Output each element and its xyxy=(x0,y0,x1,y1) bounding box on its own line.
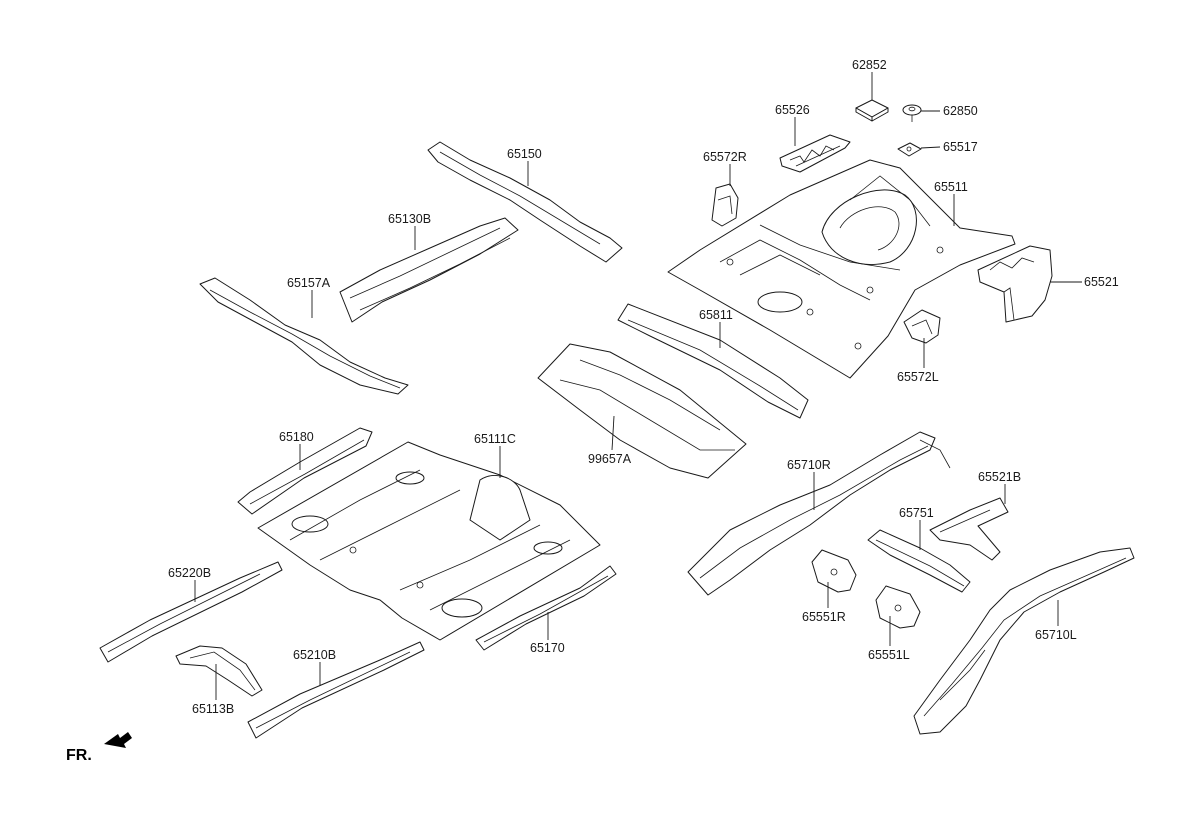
callout-65710L: 65710L xyxy=(1035,628,1077,642)
part-65551L-bracket xyxy=(875,585,921,629)
part-65220B-sill xyxy=(99,561,283,663)
callout-65521: 65521 xyxy=(1084,275,1119,289)
part-62850-nut xyxy=(902,104,922,122)
callout-65551L: 65551L xyxy=(868,648,910,662)
part-99657A-panel xyxy=(537,343,747,479)
callout-65130B: 65130B xyxy=(388,212,431,226)
callout-65751: 65751 xyxy=(899,506,934,520)
callout-65811: 65811 xyxy=(699,308,733,322)
part-62852-pad xyxy=(855,99,889,122)
part-65710L-rear-side-member xyxy=(913,547,1135,735)
part-65521B-bracket xyxy=(929,497,1009,561)
part-65130B-member xyxy=(339,217,519,323)
callout-65572R: 65572R xyxy=(703,150,747,164)
part-65511-rear-floor-panel xyxy=(667,159,1016,379)
callout-65157A: 65157A xyxy=(287,276,331,290)
part-65517-bracket xyxy=(897,142,922,157)
callout-65572L: 65572L xyxy=(897,370,939,384)
part-65111C-center-floor-panel xyxy=(257,441,601,641)
callout-65511: 65511 xyxy=(934,180,968,194)
part-65170-member xyxy=(475,565,617,651)
front-direction-arrow-icon xyxy=(104,732,132,748)
callout-65526: 65526 xyxy=(775,103,810,117)
part-65572L-bracket xyxy=(903,309,941,344)
part-65811-crossmember xyxy=(617,303,809,419)
callout-65170: 65170 xyxy=(530,641,565,655)
callout-65710R: 65710R xyxy=(787,458,831,472)
callout-65521B: 65521B xyxy=(978,470,1021,484)
part-65113B-bracket xyxy=(175,645,263,697)
part-65180-member xyxy=(237,427,373,515)
callout-62852: 62852 xyxy=(852,58,887,72)
part-65526-panel xyxy=(779,134,851,173)
part-65551R-bracket xyxy=(811,549,857,593)
part-65150-member xyxy=(427,141,623,263)
part-65710R-rear-side-member xyxy=(687,431,951,596)
callout-65111C: 65111C xyxy=(474,432,516,446)
callout-62850: 62850 xyxy=(943,104,978,118)
callout-65220B: 65220B xyxy=(168,566,211,580)
part-65521-rear-crossmember xyxy=(977,245,1053,323)
callout-65150: 65150 xyxy=(507,147,542,161)
callout-65113B: 65113B xyxy=(192,702,234,716)
part-65210B-sill xyxy=(247,641,425,739)
part-65751-member xyxy=(867,529,971,593)
callout-99657A: 99657A xyxy=(588,452,632,466)
callout-65517: 65517 xyxy=(943,140,978,154)
part-65572R-bracket xyxy=(711,183,739,227)
callout-65551R: 65551R xyxy=(802,610,846,624)
callout-65210B: 65210B xyxy=(293,648,336,662)
front-direction-label: FR. xyxy=(66,747,92,764)
callout-65180: 65180 xyxy=(279,430,314,444)
leader-lines xyxy=(194,72,1082,700)
part-65157A-member xyxy=(199,277,409,395)
